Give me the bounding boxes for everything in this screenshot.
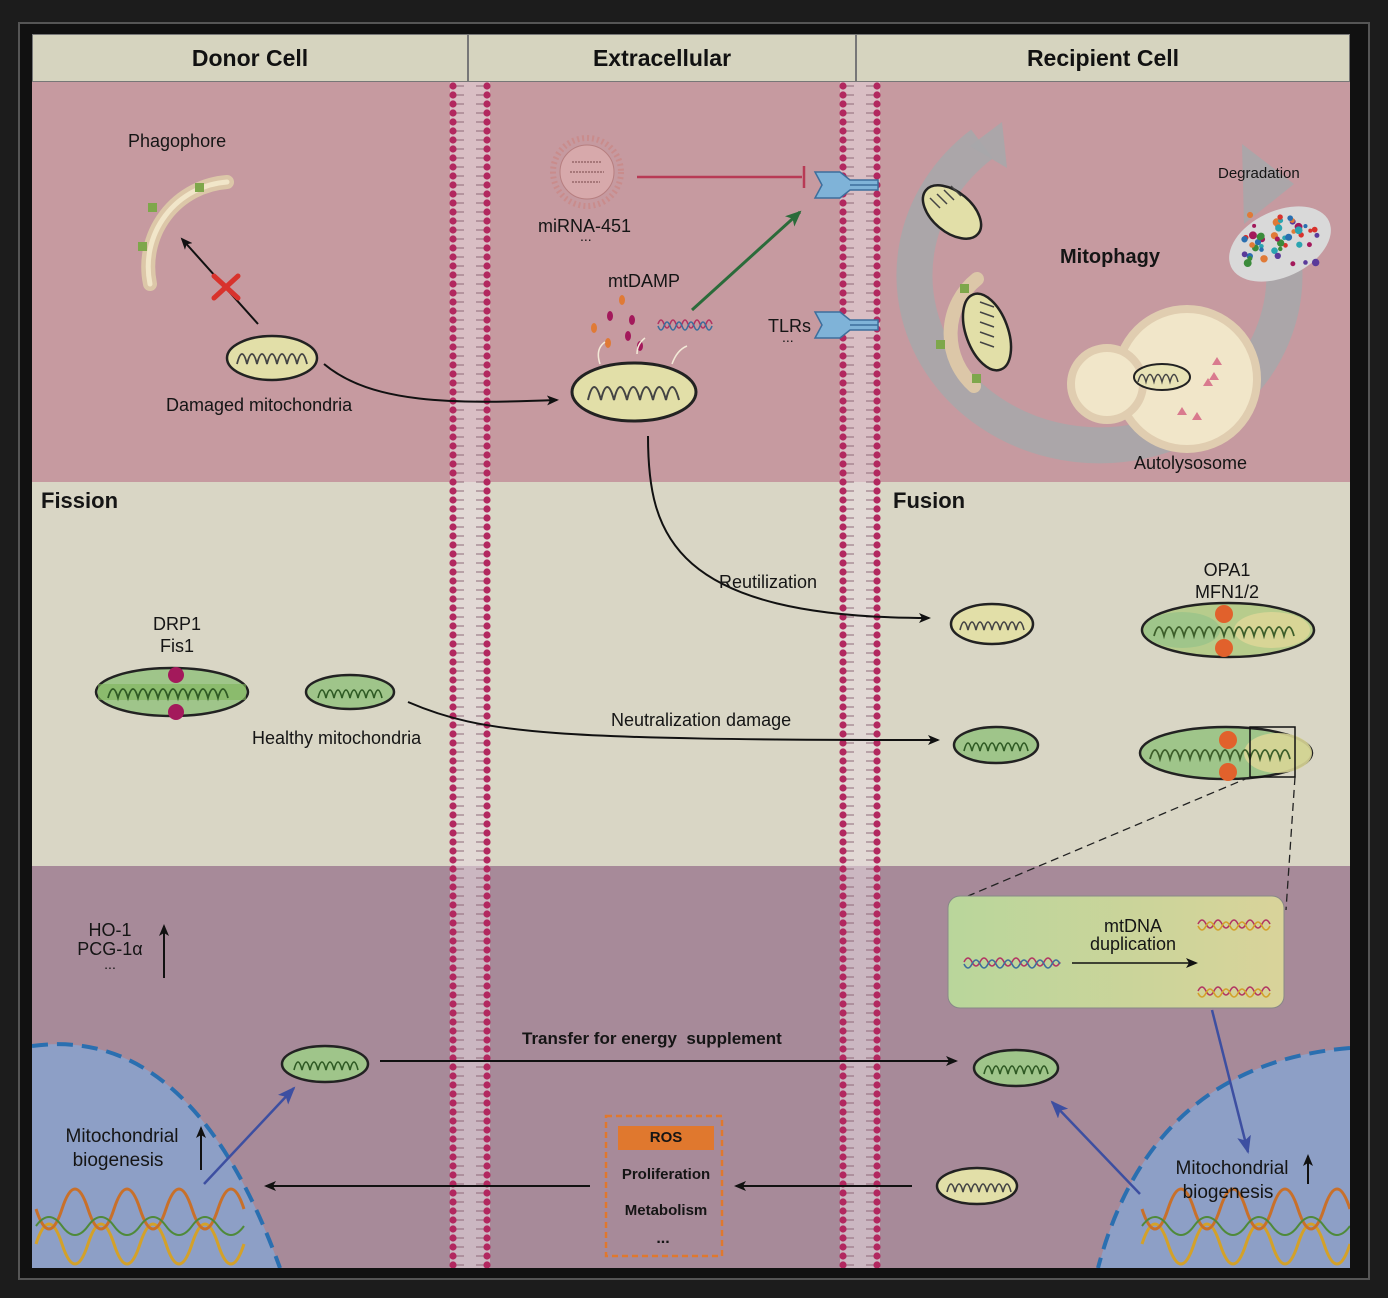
damaged-mitochondrion-donor (225, 334, 319, 382)
release-arrow (323, 363, 559, 406)
fusion-heading: Fusion (893, 488, 966, 513)
fusion-mitochondrion-lower (1138, 725, 1314, 781)
reutilized-mitochondrion (949, 602, 1035, 646)
mirna-label: miRNA-451 (538, 216, 632, 236)
header-donor-cell: Donor Cell (32, 34, 468, 82)
mtdamp-particles (591, 295, 713, 365)
phagophore-shape (138, 175, 234, 291)
reutilization-arrow (647, 435, 931, 623)
opa1-label: OPA1 (1203, 560, 1251, 580)
phagophore-label: Phagophore (128, 131, 227, 151)
degradation-label: Degradation (1218, 165, 1300, 182)
proliferation-label: Proliferation (621, 1166, 711, 1183)
recipient-biogenesis-line1: Mitochondrial (1175, 1158, 1289, 1179)
mtdna-duplication-box (947, 895, 1285, 1009)
mfn-label: MFN1/2 (1194, 582, 1260, 602)
damaged-mitochondria-label: Damaged mitochondria (166, 395, 353, 415)
autolysosome-shape (1067, 305, 1261, 453)
inhibition-line (637, 166, 806, 188)
mtdamp-label: mtDAMP (608, 271, 680, 291)
mitophagy-cycle-arrow (896, 122, 1303, 464)
header-recipient-cell: Recipient Cell (856, 34, 1350, 82)
mtdna-label-line2: duplication (1089, 934, 1177, 954)
degradation-particles (1241, 211, 1320, 268)
tlrs-label: TLRs (768, 316, 812, 336)
zoom-guides (967, 776, 1296, 911)
recipient-biogenesis-arrow-from-nucleus (1050, 1100, 1141, 1195)
fission-mitochondrion (94, 666, 250, 720)
block-cross-icon (211, 273, 241, 301)
healthy-mitochondrion-recipient (952, 725, 1040, 765)
mtdna-label-line1: mtDNA (1104, 916, 1162, 936)
middle-band (32, 482, 1350, 866)
neutralization-arrow (407, 701, 940, 745)
transfer-mitochondrion-recipient (972, 1048, 1060, 1088)
healthy-mitochondria-label: Healthy mitochondria (252, 728, 422, 748)
neutralization-label: Neutralization damage (611, 710, 792, 730)
mitophagy-mitochondrion-1 (921, 184, 983, 240)
recipient-nucleus (1096, 1046, 1350, 1268)
recipient-biogenesis-line2: biogenesis (1182, 1182, 1274, 1203)
pcg-label: PCG-1α (77, 939, 143, 959)
fis1-label: Fis1 (159, 636, 195, 656)
mirna-ellipsis: ... (580, 228, 592, 244)
tlrs-ellipsis: ... (782, 329, 794, 345)
ho1-ellipsis: ... (104, 956, 116, 972)
transfer-label: Transfer for energy supplement (522, 1029, 782, 1048)
ros-label: ROS (649, 1129, 683, 1146)
recipient-dna-helix (1140, 1187, 1350, 1266)
bottom-damaged-mitochondrion (935, 1166, 1019, 1206)
donor-biogenesis-line1: Mitochondrial (65, 1126, 179, 1147)
mitophagy-label: Mitophagy (1060, 246, 1160, 268)
cell-membranes (449, 82, 881, 1268)
metabolism-label: Metabolism (624, 1202, 708, 1219)
drp1-label: DRP1 (152, 614, 202, 634)
mtdamp-to-tlr-arrow (690, 210, 802, 312)
fusion-mitochondrion-upper (1140, 601, 1316, 659)
ho1-label: HO-1 (88, 920, 132, 940)
mtdna-to-nucleus-arrow (1210, 1009, 1251, 1154)
donor-biogenesis-line2: biogenesis (72, 1150, 164, 1171)
donor-biogenesis-arrow (203, 1086, 296, 1185)
tlr-receptor-lower (813, 311, 879, 339)
fission-heading: Fission (41, 488, 119, 513)
tlr-receptor-upper (813, 171, 879, 199)
mitophagy-mitochondrion-2 (961, 292, 1013, 372)
damaged-mitochondrion-extracellular (570, 361, 698, 423)
ros-box (604, 1114, 724, 1258)
reutilization-label: Reutilization (719, 572, 818, 592)
transfer-mitochondrion-donor (280, 1044, 370, 1084)
healthy-mitochondrion-donor (304, 673, 396, 711)
autolysosome-label: Autolysosome (1134, 453, 1248, 473)
mirna-vesicle (550, 135, 624, 209)
mitophagy-phagophore (936, 272, 984, 393)
donor-dna-helix (34, 1187, 246, 1266)
header-extracellular: Extracellular (468, 34, 856, 82)
box-ellipsis: ... (656, 1230, 670, 1247)
diagram-panel: Donor Cell Extracellular Recipient Cell (32, 34, 1350, 1268)
diagram-graphics (32, 82, 1350, 1268)
